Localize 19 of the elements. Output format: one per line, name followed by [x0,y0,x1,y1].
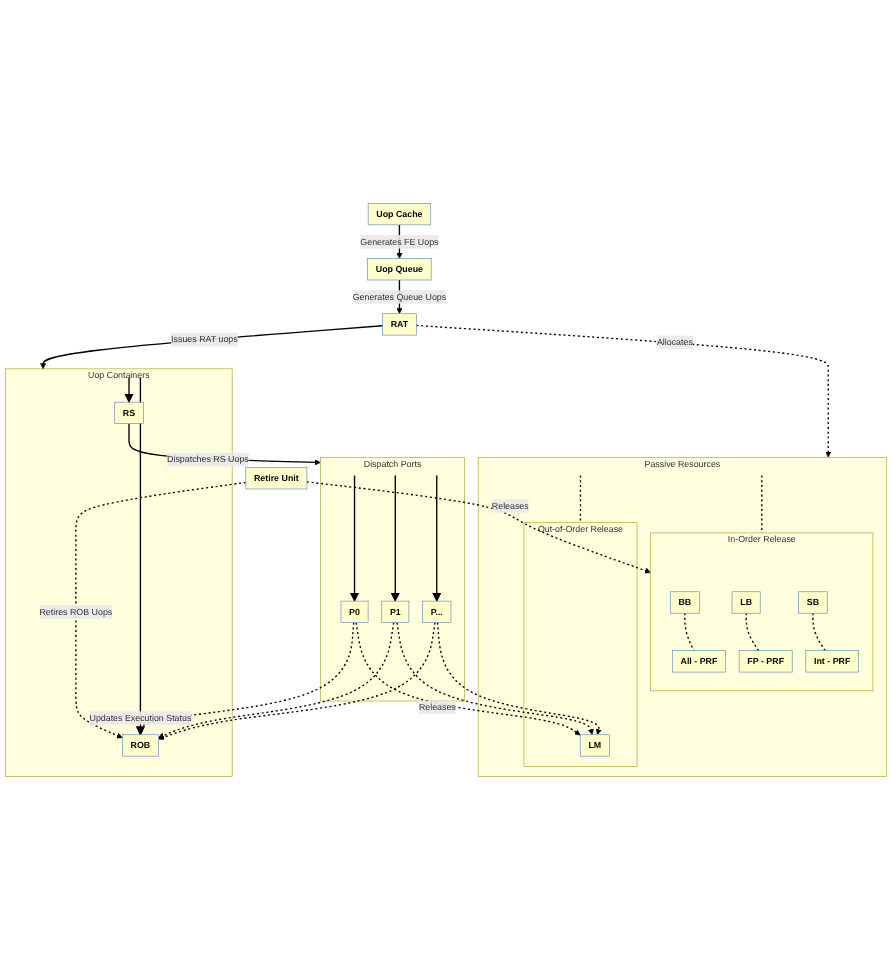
arrow [436,621,602,735]
arrow [158,621,395,739]
arrow [349,474,360,603]
arrow [75,481,247,739]
connector [745,612,760,652]
arrow [158,621,436,741]
connector [684,612,695,652]
arrow [355,621,581,736]
connector [812,612,826,652]
connector-line [579,474,582,524]
arrow [390,474,401,603]
arrow [431,474,442,603]
arrow [415,324,832,458]
connector-line [761,474,763,534]
arrow [124,377,134,404]
arrow [135,377,146,736]
arrow [306,481,651,574]
arrow [396,621,594,735]
arrow [40,325,384,370]
